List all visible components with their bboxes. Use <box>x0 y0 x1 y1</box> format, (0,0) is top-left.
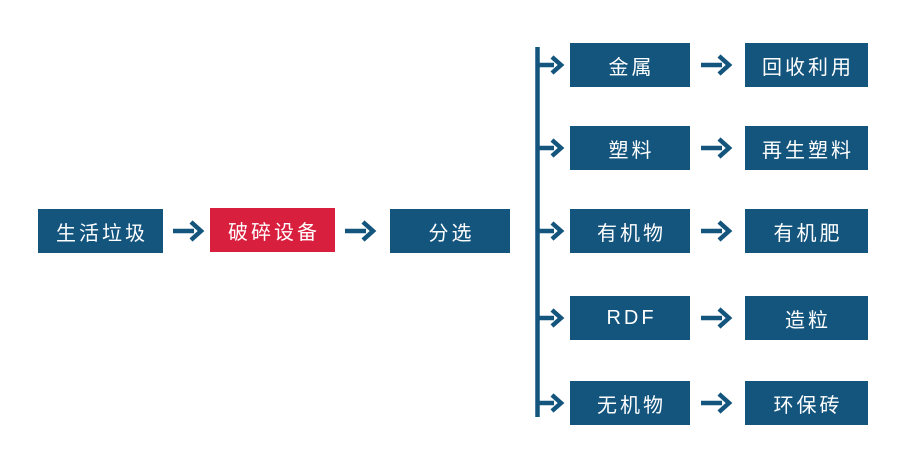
node-organic-matter: 有机物 <box>570 209 690 253</box>
node-organic-fertilizer: 有机肥 <box>745 209 868 253</box>
branch-trunk-arrows-icon <box>535 47 565 417</box>
node-inorganic-matter: 无机物 <box>570 381 690 425</box>
arrow-right-icon <box>701 137 733 159</box>
node-granulation: 造粒 <box>745 296 868 340</box>
node-recycled-plastic: 再生塑料 <box>745 126 868 170</box>
node-plastic: 塑料 <box>570 126 690 170</box>
node-recycling: 回收利用 <box>745 43 868 87</box>
arrow-right-icon <box>701 54 733 76</box>
node-metal: 金属 <box>570 43 690 87</box>
node-sorting: 分选 <box>390 209 510 253</box>
arrow-right-icon <box>701 392 733 414</box>
arrow-right-icon <box>173 220 205 242</box>
node-eco-brick: 环保砖 <box>745 381 868 425</box>
node-household-waste: 生活垃圾 <box>38 209 163 253</box>
arrow-right-icon <box>345 220 377 242</box>
node-rdf: RDF <box>570 296 690 340</box>
arrow-right-icon <box>701 307 733 329</box>
arrow-right-icon <box>701 220 733 242</box>
node-crushing-equipment: 破碎设备 <box>210 208 335 252</box>
